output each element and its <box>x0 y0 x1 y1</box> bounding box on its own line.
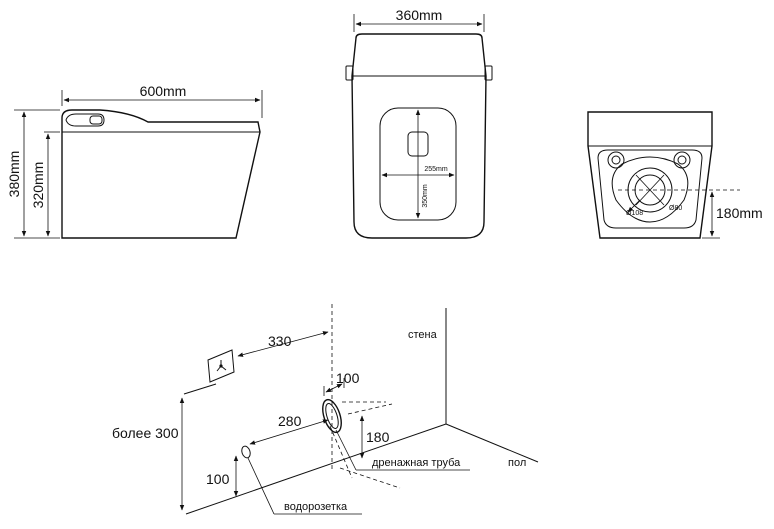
water-inlet-icon <box>241 445 251 459</box>
water-to-drain-label: 280 <box>278 413 302 429</box>
top-width-label: 360mm <box>396 7 443 23</box>
outlet-distance-label: 330 <box>268 333 292 349</box>
wall-label: стена <box>408 329 438 341</box>
top-view-body <box>351 33 487 239</box>
floor-label: пол <box>508 457 526 469</box>
side-height-body-label: 320mm <box>30 162 46 209</box>
side-height-total-label: 380mm <box>6 151 22 198</box>
min-height-label: более 300 <box>112 425 179 441</box>
top-view: 360mm 255mm 350mm <box>345 7 493 239</box>
drain-height-label: 180 <box>366 429 390 445</box>
water-height-label: 100 <box>206 471 230 487</box>
side-length-label: 600mm <box>140 83 187 99</box>
bottom-drain-height-label: 180mm <box>716 205 763 221</box>
bottom-view: Ø108 Ø80 180mm <box>587 111 763 239</box>
inner-diameter-label: Ø80 <box>669 205 682 212</box>
drain-pipe-label: дренажная труба <box>372 457 461 469</box>
power-plug-icon <box>216 360 227 372</box>
seat-length-label: 350mm <box>422 184 429 208</box>
side-view: 600mm 380mm 320mm <box>6 83 263 239</box>
drain-diameter-label: 100 <box>336 370 360 386</box>
seat-width-label: 255mm <box>424 166 448 173</box>
installation-view: 330 100 180 дренажная труба 280 100 <box>112 304 539 515</box>
outer-diameter-label: Ø108 <box>626 210 643 217</box>
socket-plate-icon <box>207 349 235 383</box>
side-view-body <box>61 109 261 239</box>
seat-opening <box>379 107 457 221</box>
water-socket-label: водорозетка <box>284 501 348 513</box>
